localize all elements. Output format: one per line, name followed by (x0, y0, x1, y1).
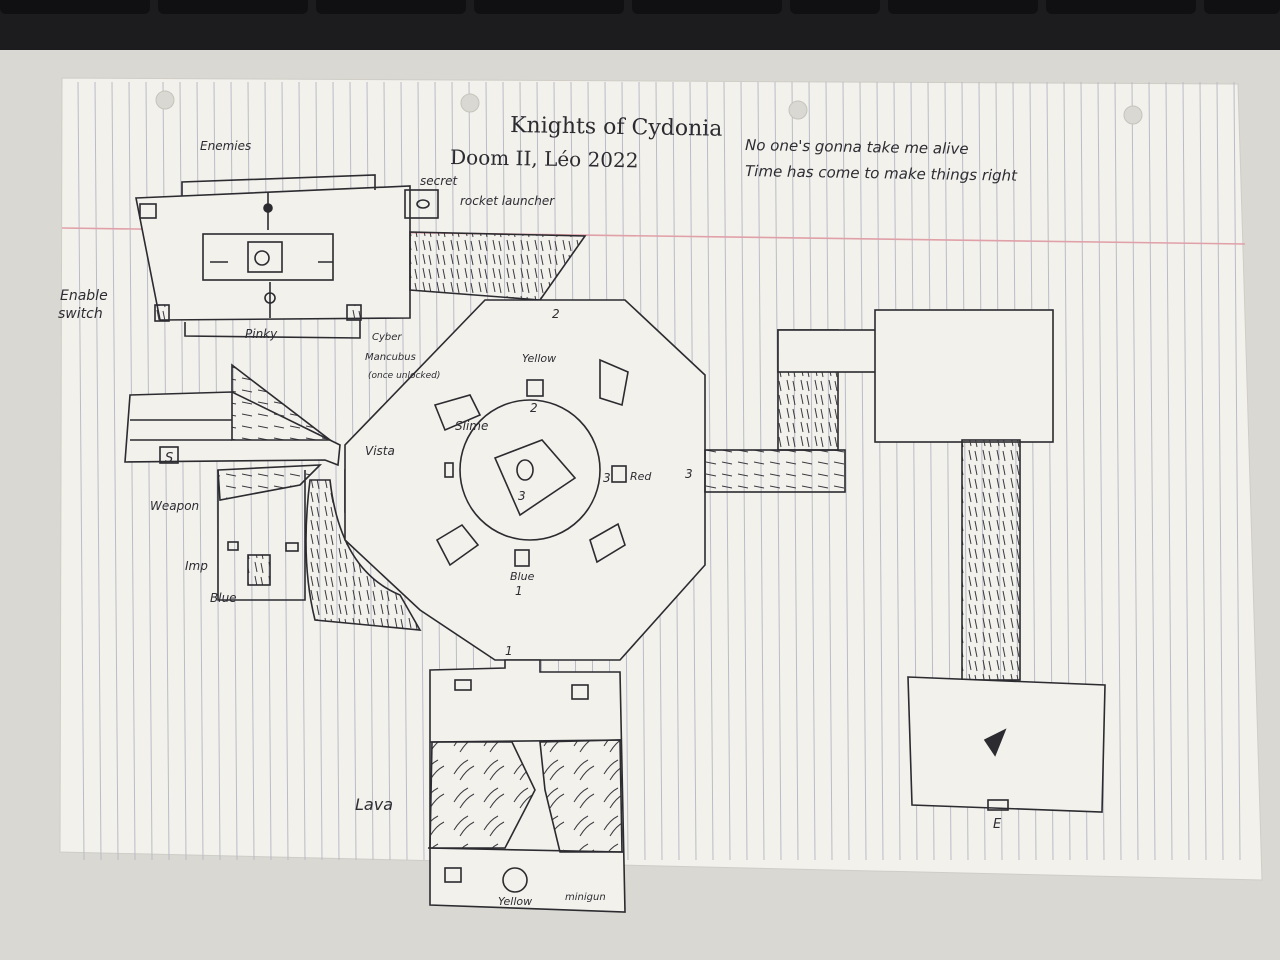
ruled-line (1233, 81, 1241, 861)
east-wing (704, 309, 1106, 813)
label-yellow-bottom: Yellow (498, 895, 532, 908)
ruled-line (876, 81, 884, 861)
label-start: S (165, 451, 173, 466)
label-red: Red (630, 470, 652, 483)
punch-hole (460, 93, 480, 113)
map-drawing (124, 174, 1106, 913)
west-area (124, 363, 422, 631)
central-hub (344, 299, 706, 661)
label-once-unlocked: (once unlocked) (368, 371, 440, 381)
label-rocket-launcher: rocket launcher (460, 194, 555, 208)
punch-hole (155, 90, 175, 110)
label-enable: Enable (60, 288, 108, 304)
ruled-line (842, 81, 850, 861)
ruled-line (1148, 81, 1156, 861)
ruled-line (893, 81, 901, 861)
north-west-building (135, 174, 439, 339)
label-num-3a: 3 (518, 489, 526, 503)
ruled-line (1165, 81, 1173, 861)
label-pinky: Pinky (245, 327, 278, 341)
map-header: Knights of Cydonia Doom II, Léo 2022 No … (450, 113, 1018, 185)
label-num-3c: 3 (685, 467, 693, 481)
label-secret: secret (420, 174, 459, 188)
label-vista: Vista (365, 444, 395, 458)
label-cyber: Cyber (372, 332, 402, 343)
label-num-1: 1 (515, 584, 523, 598)
ruled-line (1199, 81, 1207, 861)
ruled-line (859, 81, 867, 861)
label-lava: Lava (355, 795, 393, 814)
ruled-line (111, 81, 119, 861)
label-num-1b: 1 (505, 644, 513, 658)
label-yellow-top: Yellow (522, 352, 556, 365)
ruled-line (1182, 81, 1190, 861)
label-weapon: Weapon (150, 499, 199, 513)
map-subtitle: Doom II, Léo 2022 (450, 145, 639, 172)
label-imp: Imp (185, 559, 208, 573)
label-num-3b: 3 (603, 471, 611, 485)
ruled-line (1216, 81, 1224, 861)
label-exit: E (993, 817, 1002, 832)
map-labels: Enemies secret rocket launcher Enable sw… (58, 139, 1002, 908)
ruled-line (94, 81, 102, 861)
label-blue-door: Blue (510, 570, 535, 583)
label-num-2: 2 (552, 307, 560, 321)
ruled-line (128, 81, 136, 861)
ruled-line (1131, 81, 1139, 861)
ruled-line (1114, 81, 1122, 861)
ruled-line (77, 81, 85, 861)
south-building (427, 659, 626, 913)
punch-hole (788, 100, 808, 120)
quote-line-2: Time has come to make things right (745, 162, 1018, 185)
label-switch: switch (58, 306, 103, 322)
quote-line-1: No one's gonna take me alive (745, 136, 969, 158)
label-num-2b: 2 (530, 401, 538, 415)
label-slime: Slime (455, 419, 488, 433)
map-title: Knights of Cydonia (510, 113, 723, 142)
punch-hole (1123, 105, 1143, 125)
label-mancubus: Mancubus (365, 352, 416, 363)
label-enemies: Enemies (200, 139, 251, 153)
label-blue: Blue (210, 591, 237, 605)
label-minigun: minigun (565, 892, 606, 903)
